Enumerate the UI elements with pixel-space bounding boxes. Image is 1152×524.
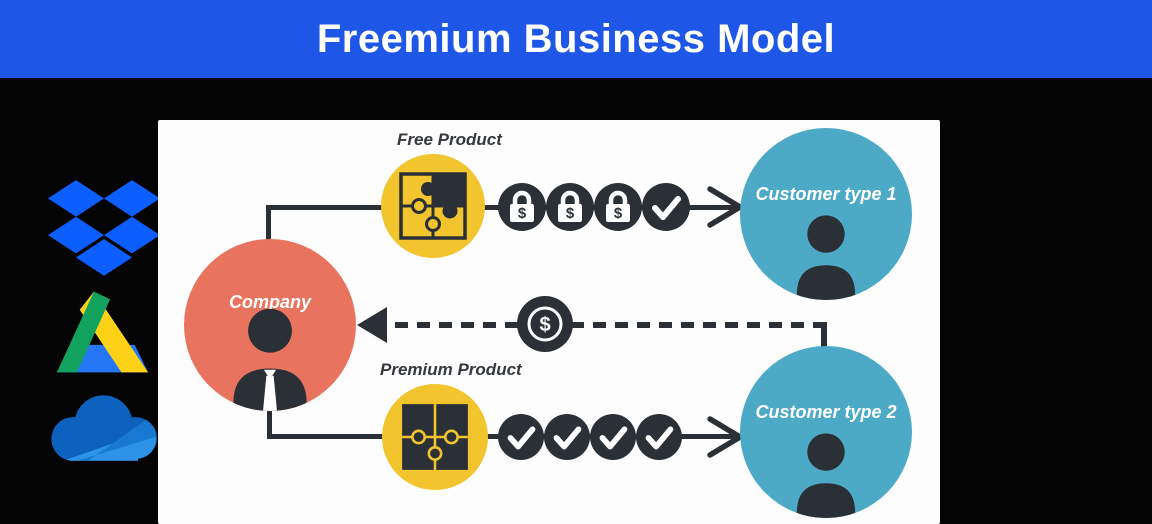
puzzle-premium-icon <box>402 404 468 470</box>
customer-type-2-label: Customer type 2 <box>755 402 897 422</box>
money-flow-hook <box>821 322 827 352</box>
check-icon <box>544 414 590 460</box>
dollar-circle-icon: $ <box>517 296 573 352</box>
check-icon <box>636 414 682 460</box>
google-drive-logo-icon <box>56 291 149 373</box>
puzzle-free-icon <box>399 172 467 240</box>
lock-dollar-icon: $ <box>546 183 594 231</box>
arrowhead-to-customer1-icon <box>707 186 743 228</box>
arrowhead-to-customer2-icon <box>707 416 743 458</box>
customer-type-1-circle: Customer type 1 <box>740 128 912 300</box>
connector-company-to-free-vertical <box>266 205 271 241</box>
premium-product-circle <box>382 384 488 490</box>
header-bar: Freemium Business Model <box>0 0 1152 78</box>
connector-company-to-free-horizontal <box>266 205 383 210</box>
svg-text:$: $ <box>518 205 527 222</box>
check-icon <box>590 414 636 460</box>
connector-company-to-premium-horizontal <box>267 434 384 439</box>
dropbox-logo-icon <box>48 180 160 276</box>
arrowhead-to-company-icon <box>357 307 387 343</box>
lock-dollar-icon: $ <box>594 183 642 231</box>
customer-person-icon <box>796 215 856 300</box>
diagram-panel: $ Free Product Premium Product <box>158 120 940 524</box>
premium-product-label: Premium Product <box>380 360 522 379</box>
lock-dollar-icon: $ <box>498 183 546 231</box>
customer-type-1-label: Customer type 1 <box>755 184 897 204</box>
connector-company-to-premium-vertical <box>267 409 272 439</box>
check-icon <box>498 414 544 460</box>
svg-text:$: $ <box>614 205 623 222</box>
check-icon <box>642 183 690 231</box>
customer-person-icon <box>796 433 856 518</box>
free-product-circle <box>381 154 485 258</box>
free-product-label: Free Product <box>397 130 502 149</box>
page-title: Freemium Business Model <box>316 16 836 61</box>
onedrive-logo-icon <box>51 395 157 461</box>
svg-text:$: $ <box>539 314 550 336</box>
svg-text:$: $ <box>566 205 575 222</box>
money-flow-dashed-line <box>395 322 825 328</box>
company-circle: Company <box>184 239 356 411</box>
company-label: Company <box>228 292 311 312</box>
customer-type-2-circle: Customer type 2 <box>740 346 912 518</box>
company-person-icon <box>233 308 307 411</box>
